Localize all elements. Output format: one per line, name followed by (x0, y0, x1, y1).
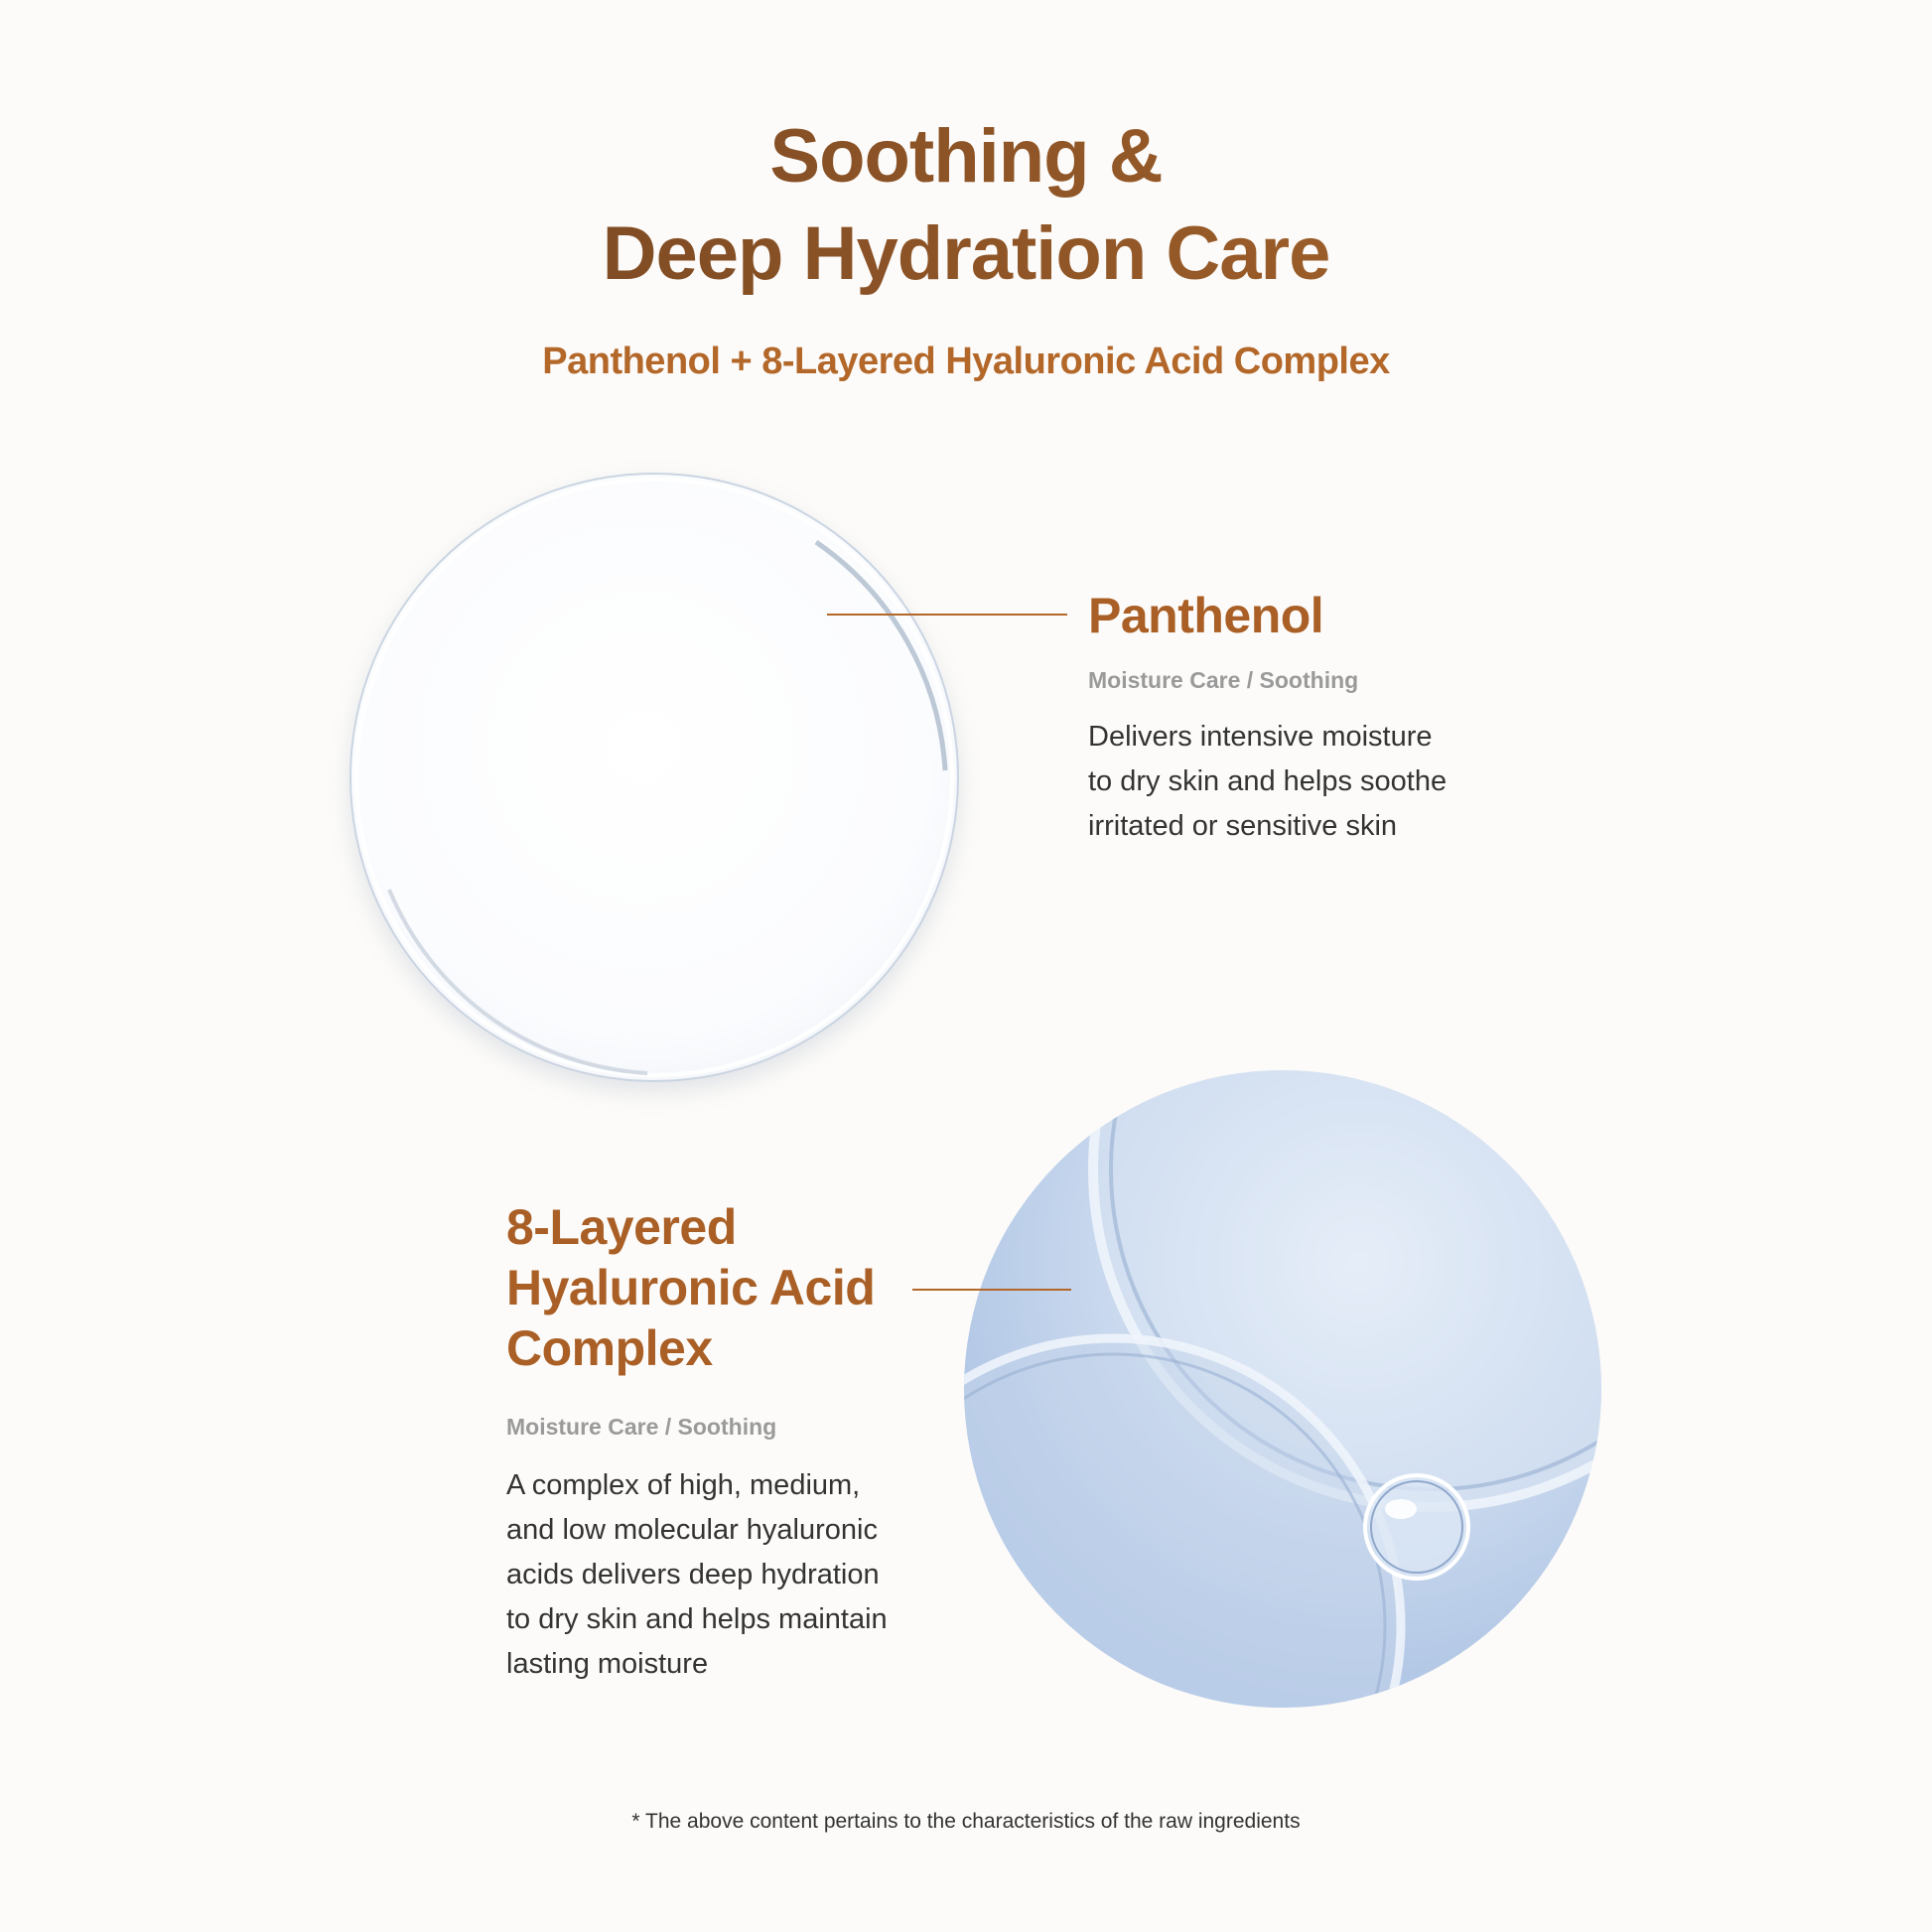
hyaluronic-acid-tag: Moisture Care / Soothing (506, 1414, 777, 1440)
page-title-line-2: Deep Hydration Care (0, 205, 1932, 304)
panthenol-tag: Moisture Care / Soothing (1088, 667, 1359, 693)
hyaluronic-acid-texture-image (964, 1070, 1601, 1708)
hyaluronic-acid-title: 8-Layered Hyaluronic Acid Complex (506, 1199, 876, 1376)
footnote: * The above content pertains to the char… (631, 1810, 1301, 1833)
panthenol-connector-line (827, 614, 1067, 616)
panthenol-texture-image (349, 473, 959, 1082)
page-subtitle: Panthenol + 8-Layered Hyaluronic Acid Co… (542, 341, 1390, 382)
hyaluronic-acid-description: A complex of high, medium, and low molec… (506, 1469, 888, 1680)
panthenol-description: Delivers intensive moisture to dry skin … (1088, 721, 1448, 842)
page-title-line-1: Soothing & (0, 107, 1932, 207)
hyaluronic-connector-line (912, 1289, 1071, 1291)
panthenol-title: Panthenol (1088, 588, 1324, 643)
